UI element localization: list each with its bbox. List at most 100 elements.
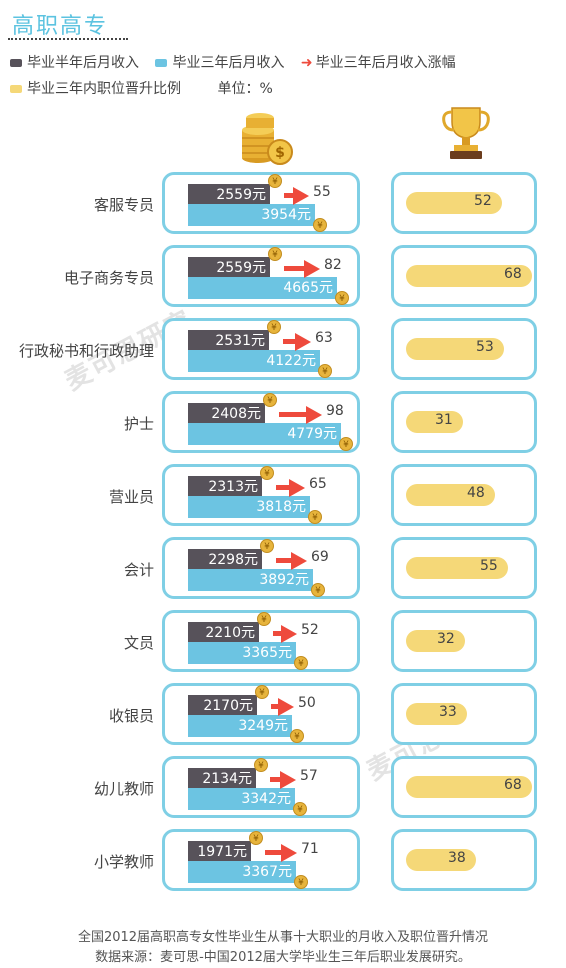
growth-label: 71: [301, 841, 319, 857]
promotion-bar: [406, 557, 508, 579]
growth-arrow: [276, 552, 307, 570]
coin-icon: ¥: [267, 320, 281, 334]
category-label: 幼儿教师: [93, 780, 154, 798]
legend-swatch-half-year: [10, 59, 22, 67]
legend-swatch-three-year: [155, 59, 168, 67]
coin-icon: ¥: [294, 875, 308, 889]
category-label: 文员: [123, 634, 154, 652]
bar-three-year: 4665元: [188, 277, 337, 299]
coin-icon: ¥: [254, 758, 268, 772]
promotion-bar: [406, 411, 463, 433]
coin-icon: ¥: [249, 831, 263, 845]
promotion-bar: [406, 703, 467, 725]
bar-half-year: 2559元: [188, 184, 270, 206]
promotion-label: 52: [474, 193, 492, 209]
category-label: 收银员: [108, 707, 154, 725]
bar-three-year: 3818元: [188, 496, 310, 518]
bar-half-year: 2134元: [188, 768, 256, 790]
promotion-label: 68: [504, 777, 522, 793]
growth-label: 98: [326, 403, 344, 419]
growth-label: 69: [311, 549, 329, 565]
growth-label: 65: [309, 476, 327, 492]
legend-label-promotion: 毕业三年内职位晋升比例: [27, 81, 181, 97]
coin-icon: ¥: [335, 291, 349, 305]
legend-label-three-year: 毕业三年后月收入: [172, 55, 285, 71]
legend-item-half-year: 毕业半年后月收入: [10, 55, 143, 71]
bar-three-year: 3367元: [188, 861, 296, 883]
promotion-bar: [406, 192, 502, 214]
growth-arrow: [279, 406, 322, 424]
promotion-bar: [406, 484, 495, 506]
legend-item-three-year: 毕业三年后月收入: [155, 55, 288, 71]
growth-arrow: [284, 187, 309, 205]
legend-label-growth: 毕业三年后月收入涨幅: [315, 55, 456, 71]
growth-arrow: [271, 698, 294, 716]
growth-label: 57: [300, 768, 318, 784]
promotion-bar: [406, 849, 476, 871]
growth-arrow: [284, 260, 320, 278]
category-label: 护士: [123, 415, 154, 433]
bar-half-year: 2313元: [188, 476, 262, 498]
legend-unit: 单位：%: [217, 81, 273, 97]
legend-label-half-year: 毕业半年后月收入: [27, 55, 139, 71]
category-label: 会计: [123, 561, 154, 579]
coin-icon: ¥: [311, 583, 325, 597]
category-label: 小学教师: [93, 853, 154, 871]
legend-row-1: 毕业半年后月收入 毕业三年后月收入 ➜毕业三年后月收入涨幅: [10, 52, 468, 72]
coin-icon: ¥: [260, 466, 274, 480]
growth-label: 82: [324, 257, 342, 273]
growth-arrow: [270, 771, 296, 789]
growth-label: 63: [315, 330, 333, 346]
bar-three-year: 3954元: [188, 204, 315, 226]
coin-icon: ¥: [308, 510, 322, 524]
coin-icon: ¥: [257, 612, 271, 626]
promotion-bar: [406, 776, 532, 798]
coin-icon: ¥: [318, 364, 332, 378]
coin-icon: ¥: [268, 174, 282, 188]
data-source: 数据来源：麦可思-中国2012届大学毕业生三年后职业发展研究。: [95, 950, 471, 965]
promotion-label: 48: [467, 485, 485, 501]
coin-icon: ¥: [294, 656, 308, 670]
promotion-label: 55: [480, 558, 498, 574]
bar-half-year: 2531元: [188, 330, 269, 352]
promotion-bar: [406, 338, 504, 360]
coin-icon: ¥: [263, 393, 277, 407]
bar-half-year: 2559元: [188, 257, 270, 279]
growth-arrow: [273, 625, 297, 643]
growth-arrow: [265, 844, 297, 862]
legend-row-2: 毕业三年内职位晋升比例 单位：%: [10, 78, 285, 98]
category-label: 营业员: [108, 488, 154, 506]
bar-half-year: 2210元: [188, 622, 259, 644]
coin-icon: ¥: [260, 539, 274, 553]
trophy-icon: [442, 107, 490, 159]
bar-three-year: 4779元: [188, 423, 341, 445]
coin-icon: ¥: [290, 729, 304, 743]
promotion-label: 31: [435, 412, 453, 428]
bar-three-year: 4122元: [188, 350, 320, 372]
coin-icon: ¥: [268, 247, 282, 261]
category-label: 电子商务专员: [63, 269, 154, 287]
coin-icon: ¥: [339, 437, 353, 451]
legend-item-promotion: 毕业三年内职位晋升比例: [10, 81, 185, 97]
promotion-box: [391, 318, 537, 380]
legend-arrow-icon: ➜: [300, 55, 313, 71]
promotion-bar: [406, 630, 465, 652]
category-label: 行政秘书和行政助理: [18, 342, 154, 360]
promotion-label: 53: [476, 339, 494, 355]
bar-half-year: 2298元: [188, 549, 262, 571]
legend-swatch-promotion: [10, 85, 22, 93]
growth-arrow: [276, 479, 305, 497]
category-label: 客服专员: [93, 196, 154, 214]
bar-three-year: 3249元: [188, 715, 292, 737]
promotion-bar: [406, 265, 532, 287]
coins-icon: $: [242, 113, 293, 165]
